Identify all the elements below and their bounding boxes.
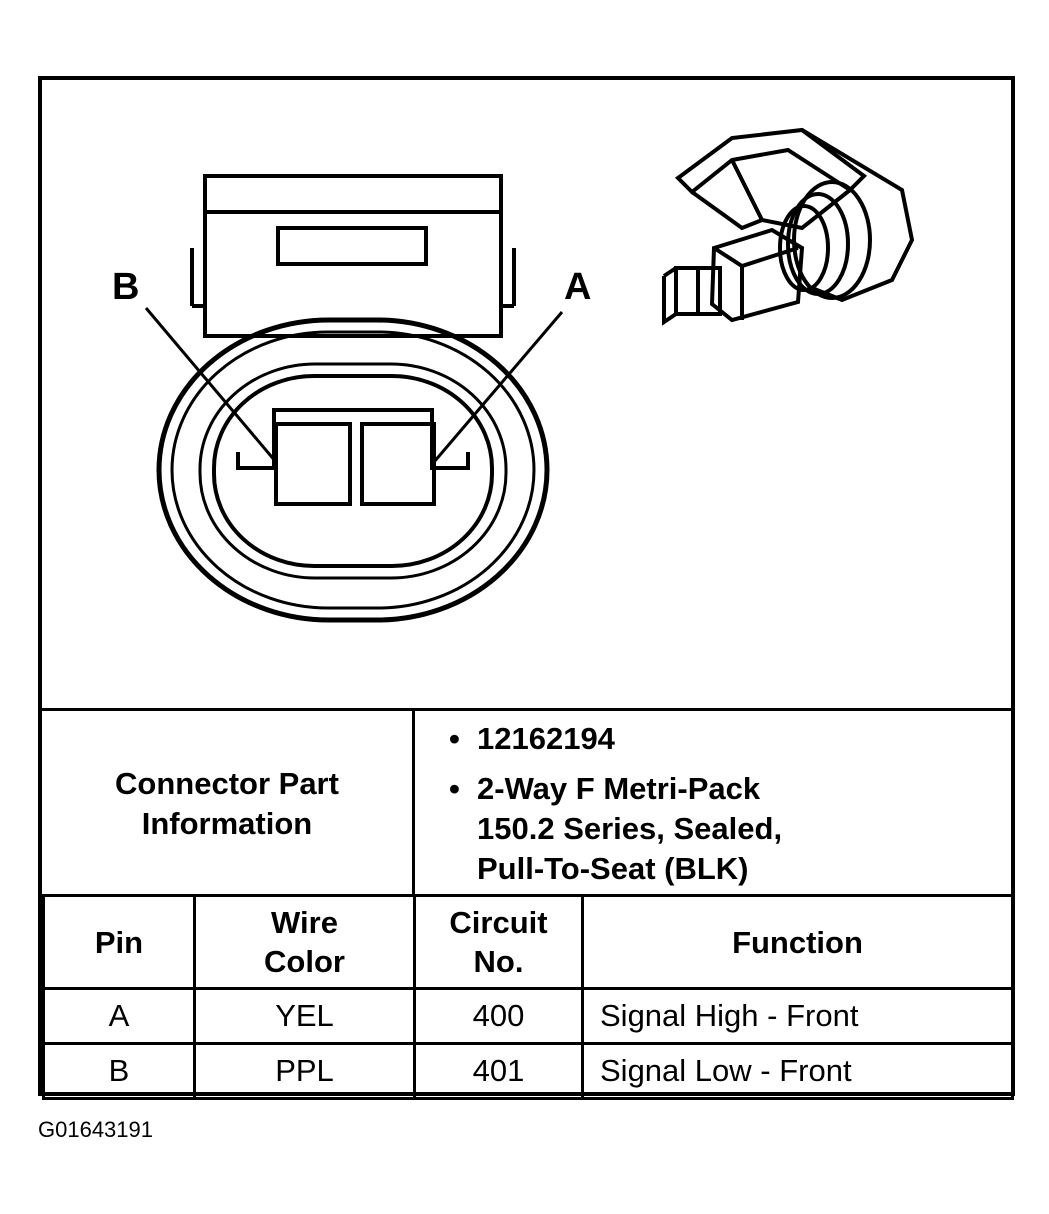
table-row: B PPL 401 Signal Low - Front: [42, 1042, 1014, 1100]
cell-circuit: 400: [413, 987, 584, 1045]
info-label-line2: Information: [141, 806, 313, 841]
cell-wire-color: PPL: [193, 1042, 416, 1100]
connector-info-label: Connector Part Information: [42, 711, 415, 897]
leader-line-a: [432, 311, 564, 463]
connector-face-view: [144, 127, 915, 623]
terminal-cavity-b: [274, 422, 352, 506]
connector-description-line3: Pull-To-Seat (BLK): [477, 851, 749, 886]
cell-circuit: 401: [413, 1042, 584, 1100]
leader-line-b: [144, 307, 278, 463]
cell-pin: B: [42, 1042, 196, 1100]
part-number: 12162194: [477, 721, 615, 756]
pin-label-b: B: [112, 266, 140, 308]
bullet-icon: •: [449, 721, 460, 756]
bullet-icon: •: [449, 771, 460, 806]
cell-pin: A: [42, 987, 196, 1045]
header-pin: Pin: [42, 894, 196, 990]
cell-wire-color: YEL: [193, 987, 416, 1045]
connector-info-row: Connector Part Information • 12162194 • …: [42, 708, 1011, 897]
diagram-frame: B A Connector Part Information • 1216219…: [38, 76, 1015, 1100]
figure-code: G01643191: [38, 1117, 153, 1142]
seal-inner-ring: [212, 374, 494, 568]
pin-label-a: A: [564, 266, 592, 308]
connector-drawing: B A: [42, 80, 1011, 708]
connector-isometric-view: [662, 127, 915, 326]
terminal-cavity-a: [360, 422, 436, 506]
table-row: A YEL 400 Signal High - Front: [42, 987, 1014, 1045]
cell-function: Signal Low - Front: [581, 1042, 1014, 1100]
seal-outer-ring: [156, 317, 550, 623]
cell-function: Signal High - Front: [581, 987, 1014, 1045]
info-label-line1: Connector Part: [115, 766, 339, 801]
connector-info-list: • 12162194 • 2-Way F Metri-Pack 150.2 Se…: [415, 711, 1011, 897]
header-function: Function: [581, 894, 1014, 990]
latch-window: [276, 226, 428, 266]
connector-description-line1: 2-Way F Metri-Pack: [477, 771, 761, 806]
housing-top: [203, 174, 503, 338]
connector-description-line2: 150.2 Series, Sealed,: [477, 811, 783, 846]
